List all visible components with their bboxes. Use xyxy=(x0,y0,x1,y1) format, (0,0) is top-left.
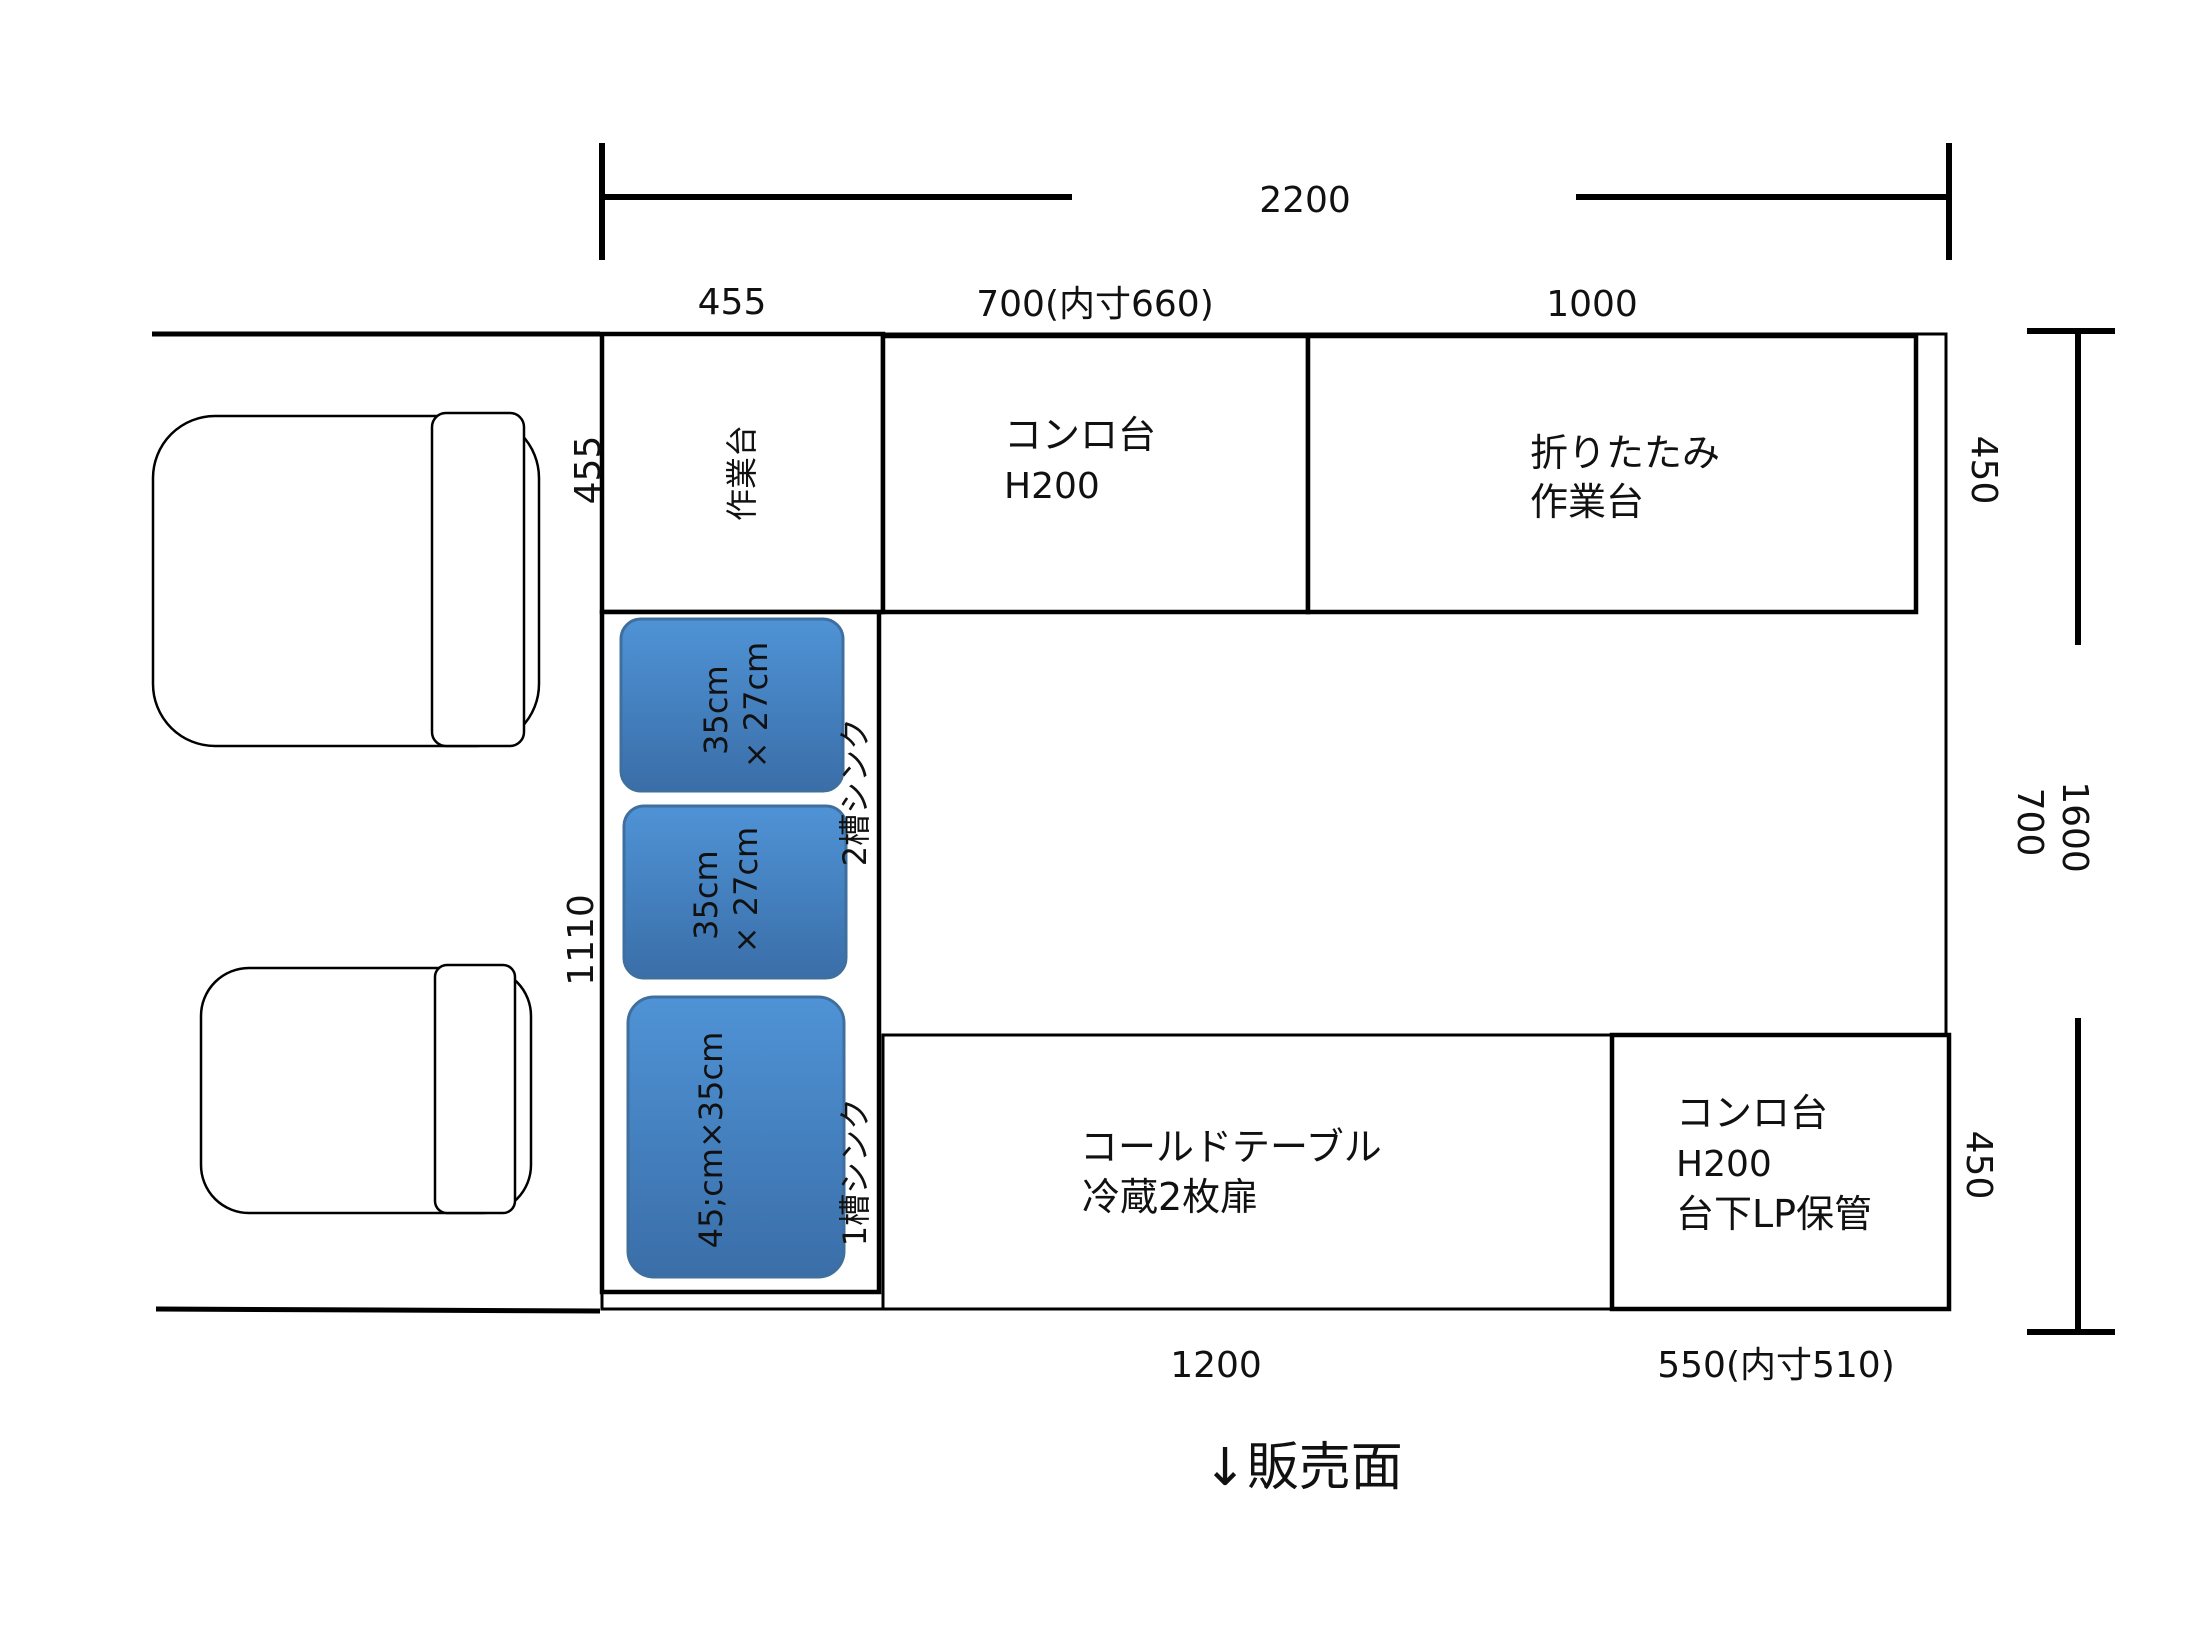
worktable-module xyxy=(599,331,886,615)
cold-table-label: コールドテーブル xyxy=(1080,1125,1382,1169)
segment-455-label: 455 xyxy=(698,282,767,323)
stove-bottom-height: H200 xyxy=(1676,1144,1772,1185)
one-tank-sink-label: 1槽シンク xyxy=(836,1098,874,1246)
seat-rear-small xyxy=(199,963,533,1215)
bottom-550-label: 550(内寸510) xyxy=(1657,1345,1895,1386)
segment-700-label: 700(内寸660) xyxy=(976,284,1214,325)
stove-top-height: H200 xyxy=(1004,466,1100,507)
sink-basin-1-size: 35cm × 27cm xyxy=(697,642,775,768)
sink-basin-2-depth: × 27cm xyxy=(727,827,765,953)
sink-basin-2-size: 35cm × 27cm xyxy=(687,827,765,953)
stove-top-label: コンロ台 xyxy=(1004,413,1156,457)
left-455-label: 455 xyxy=(568,436,609,505)
sink-basin-1 xyxy=(619,617,845,793)
stove-bottom-lp-storage: 台下LP保管 xyxy=(1676,1192,1872,1236)
sink-basin-1-depth: × 27cm xyxy=(737,642,775,768)
cold-table-doors: 冷蔵2枚扉 xyxy=(1082,1175,1258,1219)
sink-basin-2 xyxy=(622,804,848,980)
sales-side-label: ↓販売面 xyxy=(1203,1438,1403,1498)
stove-bottom-label: コンロ台 xyxy=(1676,1091,1828,1135)
right-450-top-label: 450 xyxy=(1963,436,2004,505)
left-1110-label: 1110 xyxy=(561,894,602,986)
right-450-bottom-label: 450 xyxy=(1958,1131,1999,1200)
bottom-1200-label: 1200 xyxy=(1170,1345,1262,1386)
folding-worktable-label-1: 折りたたみ xyxy=(1530,431,1720,475)
worktable-label: 作業台 xyxy=(723,425,761,521)
right-1600-label: 1600 xyxy=(2054,781,2095,873)
segment-1000-label: 1000 xyxy=(1546,284,1638,325)
folding-worktable-module xyxy=(1305,333,1919,615)
right-700-label: 700 xyxy=(2009,788,2050,857)
cold-table-module xyxy=(881,1033,1614,1311)
two-tank-sink-label: 2槽シンク xyxy=(836,718,874,866)
overall-width-label: 2200 xyxy=(1259,180,1351,221)
folding-worktable-label-2: 作業台 xyxy=(1530,480,1644,524)
stove-top-module xyxy=(880,333,1311,615)
wall-bottom xyxy=(155,1306,601,1314)
seat-front-large xyxy=(151,411,541,748)
sink-basin-2-width: 35cm xyxy=(687,850,725,939)
stove-bottom-module xyxy=(1609,1032,1952,1312)
sink-basin-3 xyxy=(626,995,846,1279)
sink-basin-1-width: 35cm xyxy=(697,665,735,754)
sink-basin-3-size: 45;cm×35cm xyxy=(692,1032,730,1249)
overall-width-dimension: 2200 xyxy=(599,143,1952,260)
right-dimension-lines xyxy=(2027,328,2115,1335)
